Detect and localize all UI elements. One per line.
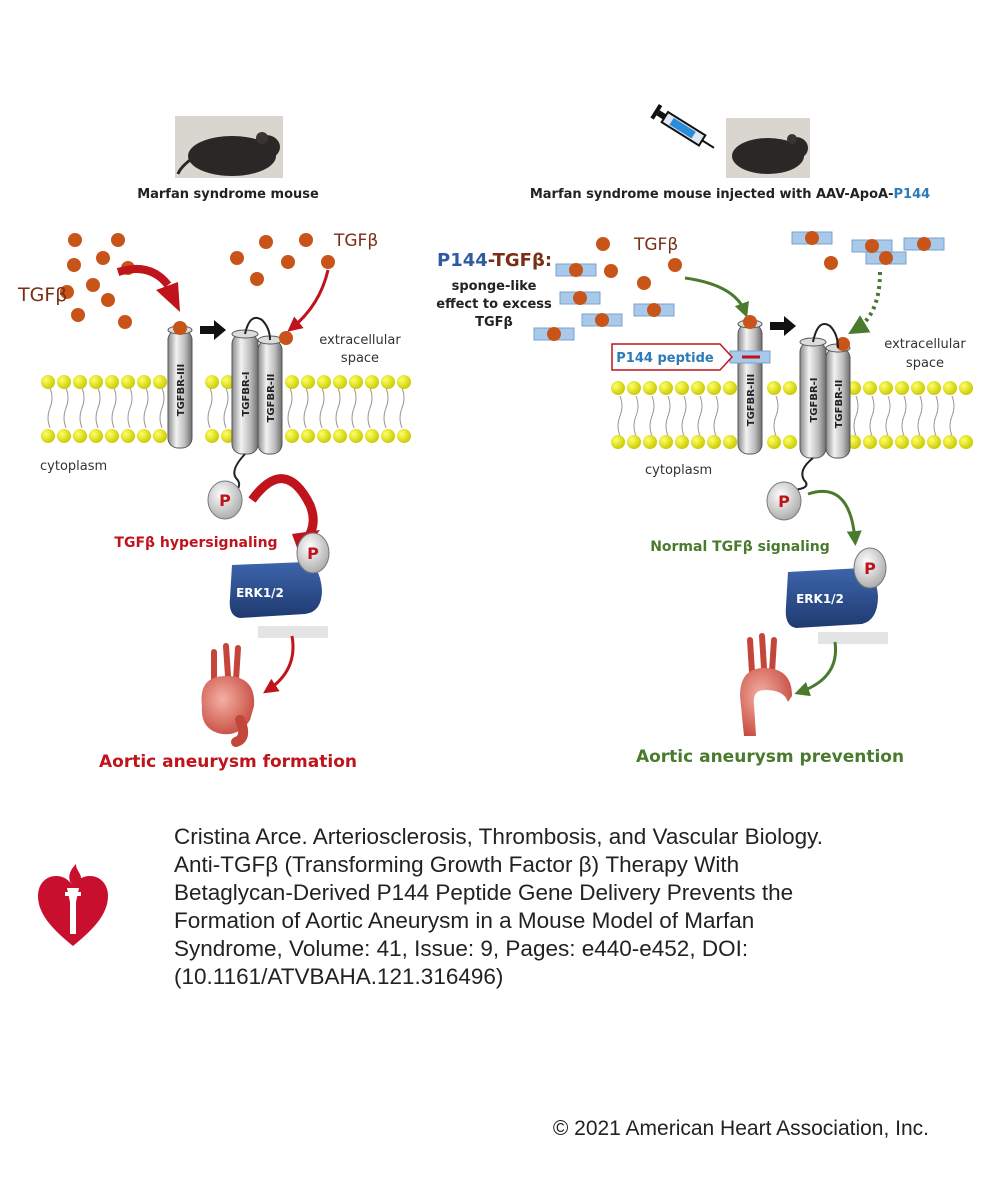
receptor-tgfbr-iii: TGFBR-III <box>167 321 193 449</box>
binding-arrow <box>684 276 749 318</box>
complex-label-suffix: -TGFβ: <box>488 250 552 271</box>
receptor-tail <box>793 457 814 491</box>
caption-line: Syndrome, Volume: 41, Issue: 9, Pages: e… <box>174 936 749 961</box>
outcome-arrow <box>794 641 838 697</box>
extracellular-label: extracellular <box>884 337 966 352</box>
signaling-label: TGFβ hypersignaling <box>114 535 277 551</box>
receptor-tgfbr-ii: TGFBR-II <box>825 337 851 459</box>
cell-membrane <box>41 375 411 443</box>
copyright-notice: © 2021 American Heart Association, Inc. <box>552 1117 929 1140</box>
caption-line: Formation of Aortic Aneurysm in a Mouse … <box>174 908 755 933</box>
receptor-label: TGFBR-I <box>809 377 820 422</box>
erk-protein <box>785 568 878 628</box>
receptor-loop <box>244 316 271 341</box>
outcome-label: Aortic aneurysm prevention <box>636 747 904 767</box>
aorta-image <box>201 643 255 747</box>
phospho-label: P <box>219 491 231 510</box>
caption-line: Anti-TGFβ (Transforming Growth Factor β)… <box>174 852 740 877</box>
tgfb-label: TGFβ <box>333 231 378 251</box>
marfan-p144-diagram: Marfan syndrome mouse TGFβ TGFβ extracel… <box>17 103 973 772</box>
mouse-label: Marfan syndrome mouse <box>137 187 319 202</box>
binding-arrow <box>116 265 172 288</box>
phospho-marker <box>207 480 243 520</box>
binding-arrowhead <box>156 282 180 312</box>
phospho-marker <box>853 547 887 589</box>
transfer-arrow-icon <box>770 316 796 336</box>
outcome-arrow <box>263 635 295 694</box>
erk-shadow <box>258 626 328 638</box>
erk-label: ERK1/2 <box>236 586 284 600</box>
binding-arrow <box>287 269 330 332</box>
syringe-icon <box>650 103 715 149</box>
signaling-arrow <box>248 474 318 543</box>
aha-heart-torch-logo <box>38 864 108 946</box>
mouse-label-prefix: Marfan syndrome mouse injected with AAV-… <box>530 187 894 202</box>
peptide-label: P144 peptide <box>616 351 714 366</box>
mouse-image <box>175 116 283 178</box>
tgfb-label: TGFβ <box>633 235 678 255</box>
p144-peptide-callout: P144 peptide <box>611 343 734 371</box>
sponge-line: effect to excess <box>436 297 552 312</box>
receptor-label: TGFBR-III <box>746 374 757 427</box>
sponge-line: TGFβ <box>475 315 513 330</box>
mouse-label-p144: P144 <box>894 187 931 202</box>
caption-line: (10.1161/ATVBAHA.121.316496) <box>174 964 504 989</box>
transfer-arrow-icon <box>200 320 226 340</box>
citation-caption: Cristina Arce. Arteriosclerosis, Thrombo… <box>174 823 954 991</box>
complex-label: P144-TGFβ: <box>437 250 552 271</box>
tgfb-ligand-cluster <box>60 233 335 329</box>
caption-line: Cristina Arce. Arteriosclerosis, Thrombo… <box>174 824 824 849</box>
aorta-image <box>740 633 792 736</box>
complex-label-p144: P144 <box>437 250 488 271</box>
space-label: space <box>341 351 379 366</box>
receptor-loop <box>812 323 839 349</box>
tgfb-ligand-cluster <box>596 237 838 290</box>
cytoplasm-label: cytoplasm <box>40 459 107 474</box>
tgfb-label: TGFβ <box>17 284 67 306</box>
mouse-image <box>726 118 810 178</box>
receptor-label: TGFBR-II <box>834 380 845 429</box>
caption-line: Betaglycan-Derived P144 Peptide Gene Del… <box>174 880 794 905</box>
signaling-label: Normal TGFβ signaling <box>650 539 830 555</box>
outcome-label: Aortic aneurysm formation <box>99 752 357 772</box>
phospho-label: P <box>864 559 876 578</box>
receptor-label: TGFBR-III <box>176 364 187 417</box>
receptor-label: TGFBR-II <box>266 374 277 423</box>
erk-label: ERK1/2 <box>796 592 844 606</box>
signaling-arrow <box>807 489 862 546</box>
sponge-line: sponge-like <box>452 279 537 294</box>
right-panel: Marfan syndrome mouse injected with AAV-… <box>436 103 973 767</box>
receptor-tgfbr-iii: TGFBR-III <box>737 315 763 455</box>
erk-protein <box>229 562 322 618</box>
receptor-tgfbr-i: TGFBR-I <box>231 329 259 455</box>
phospho-marker <box>296 532 330 574</box>
extracellular-label: extracellular <box>319 333 401 348</box>
phospho-label: P <box>307 544 319 563</box>
blocked-binding-arrow <box>848 271 882 335</box>
p144-tgfb-complexes <box>533 231 945 341</box>
erk-shadow <box>818 632 888 644</box>
receptor-label: TGFBR-I <box>241 371 252 416</box>
phospho-label: P <box>778 492 790 511</box>
mouse-label: Marfan syndrome mouse injected with AAV-… <box>530 187 930 202</box>
receptor-tgfbr-i: TGFBR-I <box>799 337 827 459</box>
left-panel: Marfan syndrome mouse TGFβ TGFβ extracel… <box>17 116 411 772</box>
phospho-marker <box>766 481 802 521</box>
space-label: space <box>906 356 944 371</box>
cell-membrane <box>611 381 973 449</box>
cytoplasm-label: cytoplasm <box>645 463 712 478</box>
